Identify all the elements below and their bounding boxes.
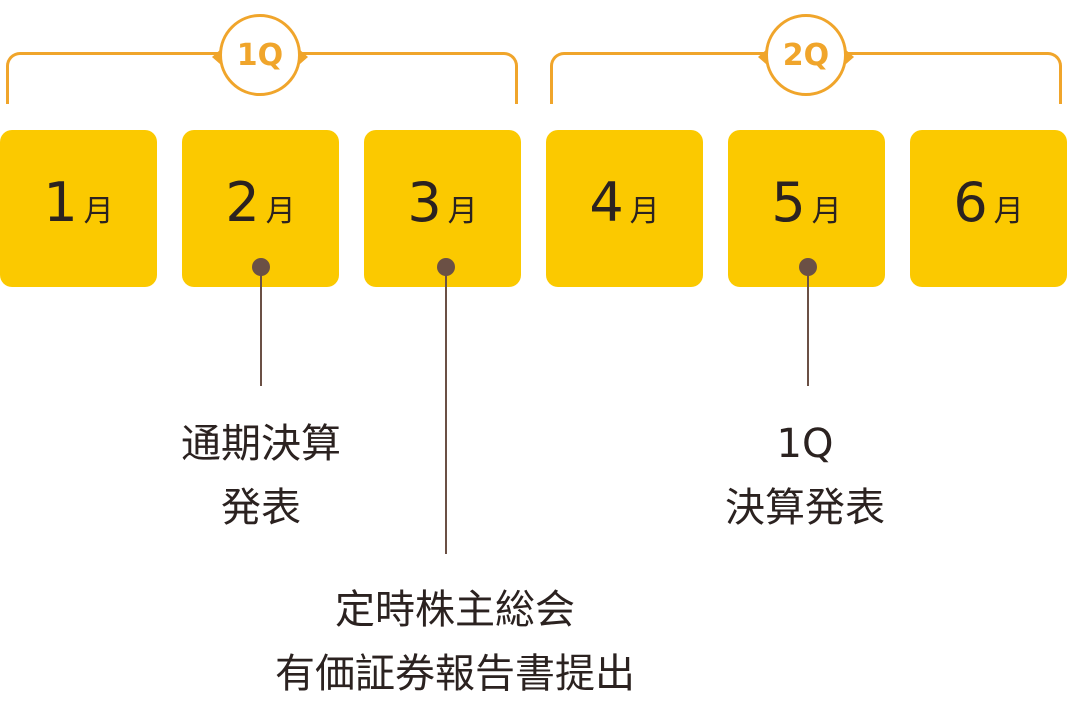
month-unit: 月 bbox=[265, 194, 296, 229]
month-unit: 月 bbox=[811, 194, 842, 229]
event-marker-may bbox=[799, 258, 817, 276]
event-marker-mar bbox=[437, 258, 455, 276]
event-label-mar: 定時株主総会 有価証券報告書提出 bbox=[180, 578, 730, 706]
event-text-line: 通期決算 bbox=[181, 421, 341, 467]
event-marker-feb bbox=[252, 258, 270, 276]
month-unit: 月 bbox=[447, 194, 478, 229]
month-unit: 月 bbox=[629, 194, 660, 229]
month-box-4: 4 月 bbox=[546, 130, 703, 287]
quarter-label: 2Q bbox=[782, 37, 830, 73]
event-text-line: 1Q bbox=[776, 421, 834, 467]
event-line-feb bbox=[260, 270, 262, 386]
month-box-1: 1 月 bbox=[0, 130, 157, 287]
month-number: 3 bbox=[407, 171, 442, 234]
month-box-6: 6 月 bbox=[910, 130, 1067, 287]
event-line-may bbox=[807, 270, 809, 386]
event-label-may: 1Q 決算発表 bbox=[680, 412, 930, 540]
month-unit: 月 bbox=[993, 194, 1024, 229]
quarter-label: 1Q bbox=[236, 37, 284, 73]
event-text-line: 決算発表 bbox=[725, 485, 885, 531]
quarter-badge-1q: 1Q bbox=[212, 14, 308, 96]
event-text-line: 有価証券報告書提出 bbox=[275, 651, 635, 697]
month-unit: 月 bbox=[83, 194, 114, 229]
event-line-mar bbox=[445, 270, 447, 554]
month-number: 6 bbox=[953, 171, 988, 234]
month-number: 2 bbox=[225, 171, 260, 234]
event-text-line: 発表 bbox=[221, 485, 301, 531]
quarter-badge-2q: 2Q bbox=[758, 14, 854, 96]
month-number: 1 bbox=[43, 171, 78, 234]
event-text-line: 定時株主総会 bbox=[335, 587, 575, 633]
month-number: 4 bbox=[589, 171, 624, 234]
month-number: 5 bbox=[771, 171, 806, 234]
event-label-feb: 通期決算 発表 bbox=[136, 412, 386, 540]
